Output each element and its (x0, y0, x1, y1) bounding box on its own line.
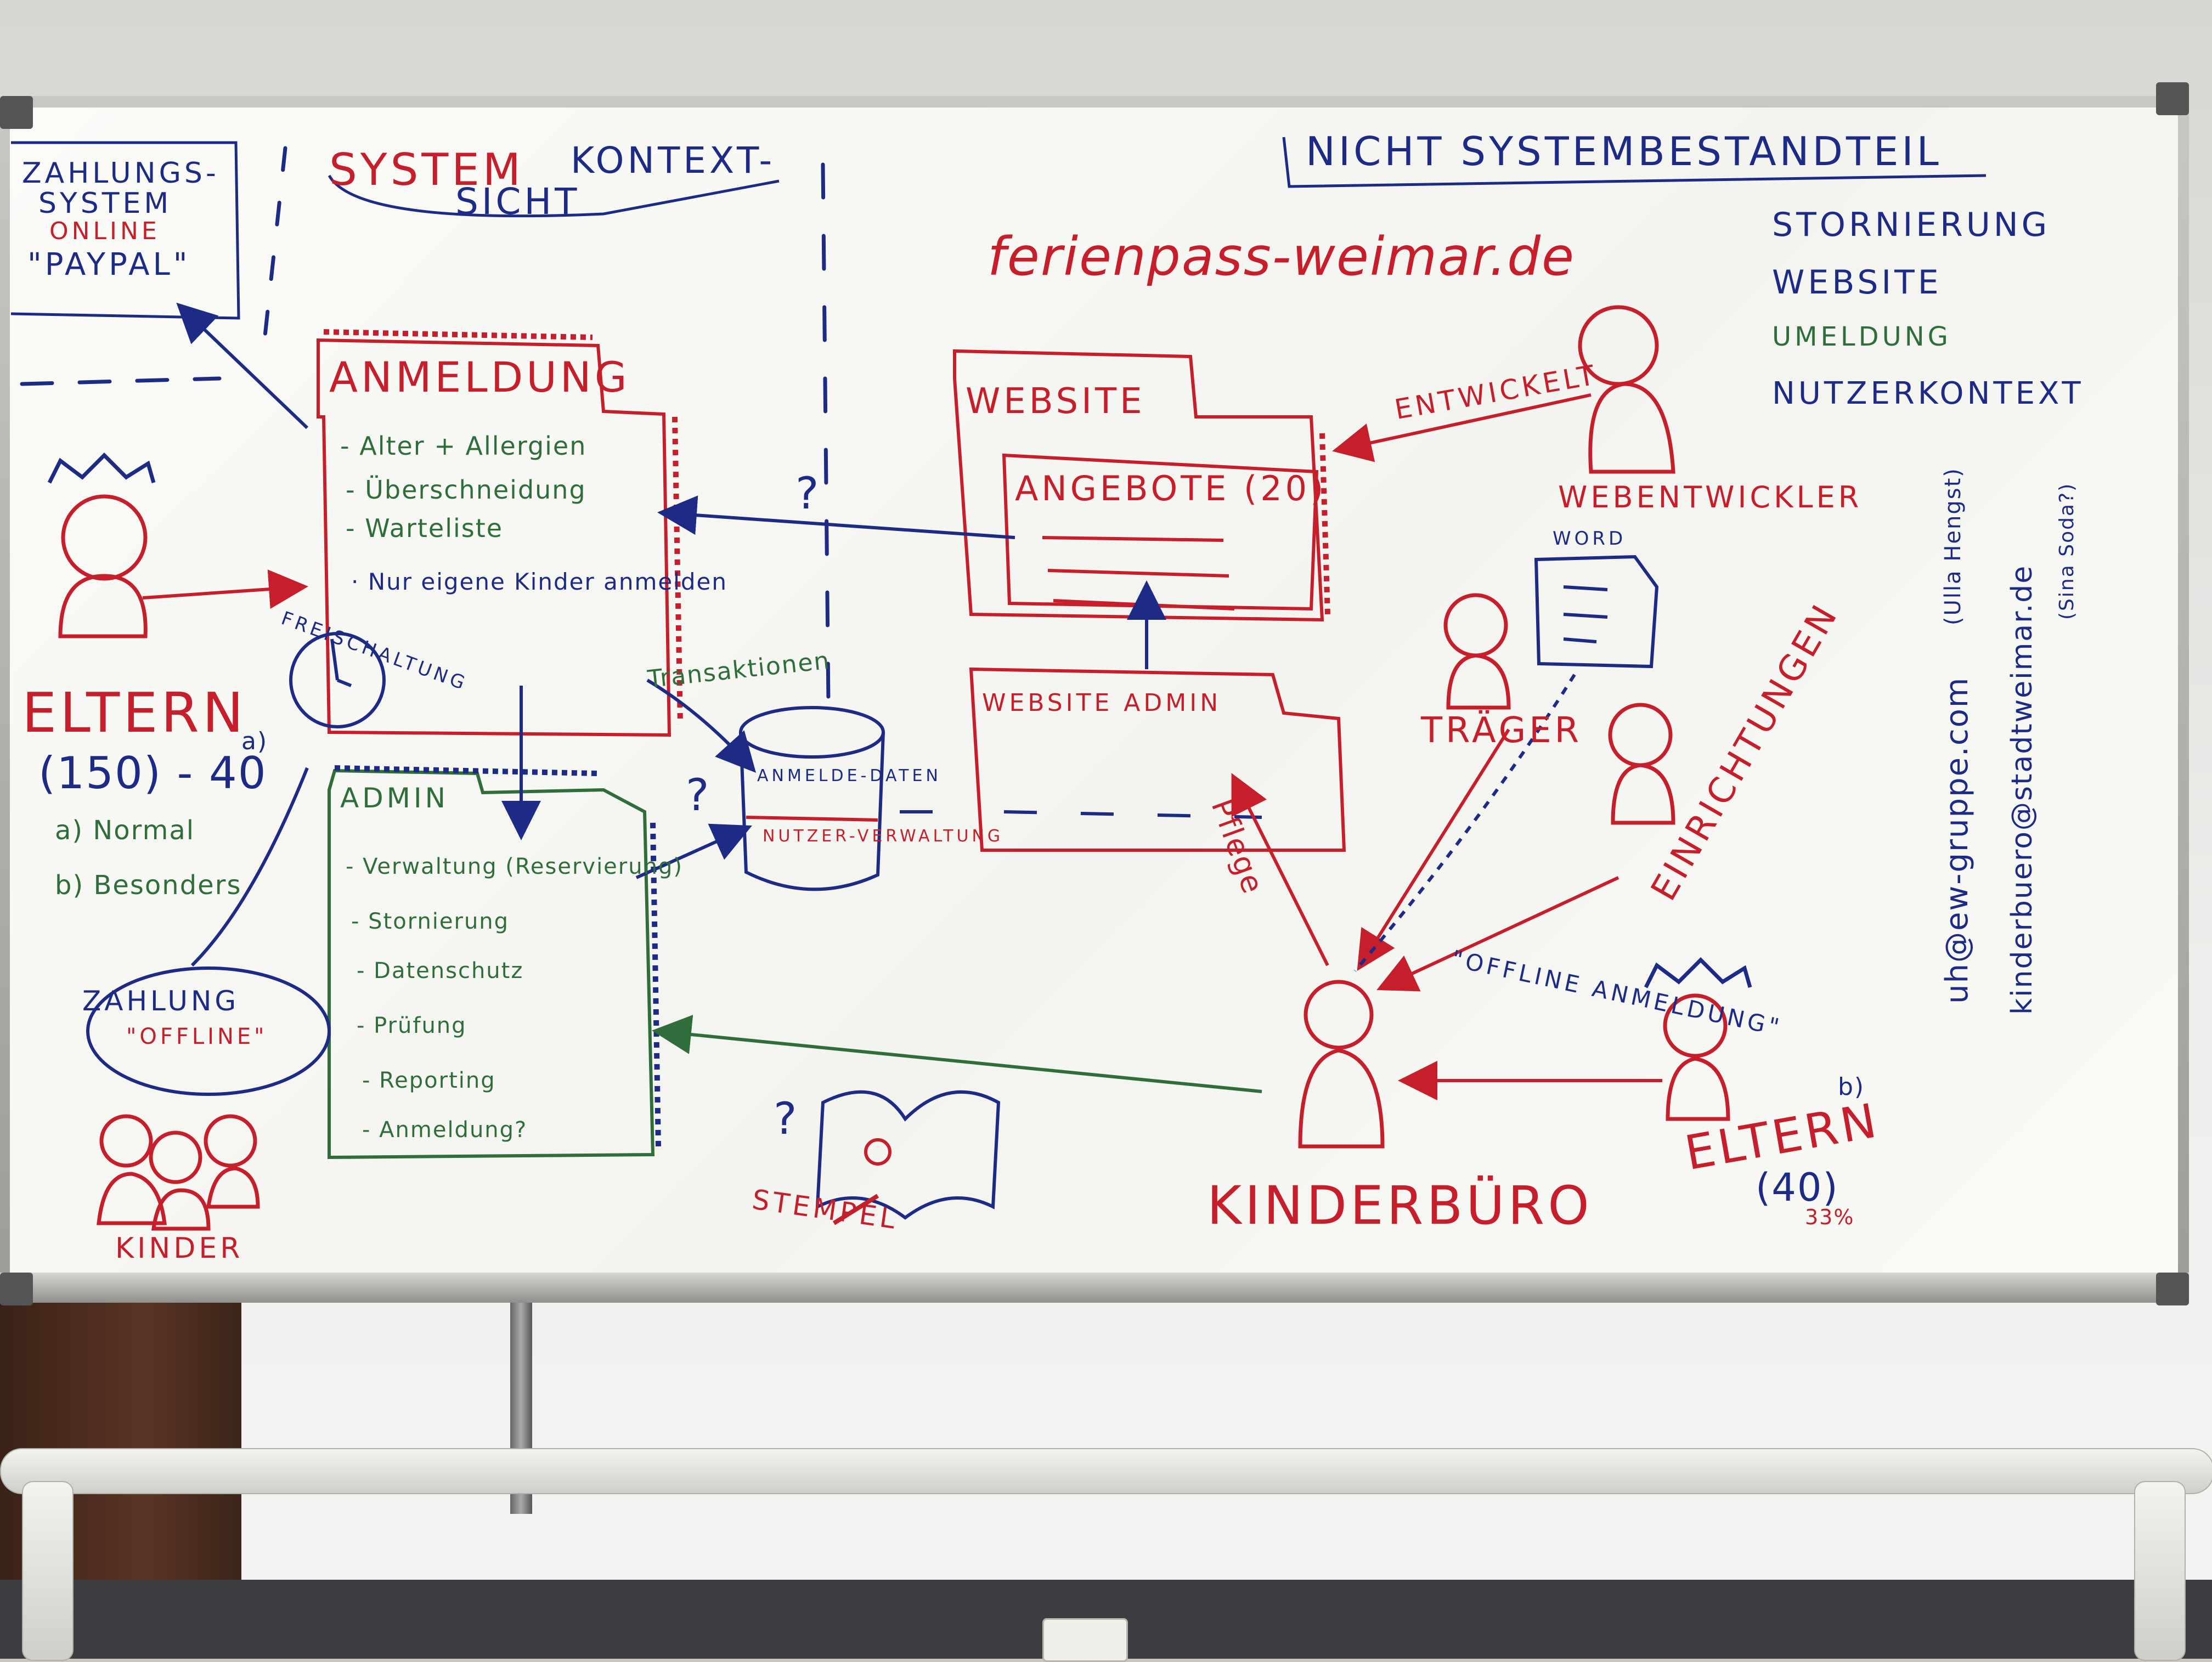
database-cylinder (739, 706, 885, 891)
database-top-label: ANMELDE-DATEN (757, 766, 941, 785)
zahlung-label: ZAHLUNG (82, 985, 240, 1017)
eltern-a-normal: a) Normal (55, 815, 195, 846)
eltern-b-count: (40) (1756, 1165, 1839, 1210)
anmeldung-folder (317, 329, 683, 737)
website-folder (953, 349, 1330, 622)
frame-corner (0, 96, 33, 129)
offline-label: "OFFLINE" (126, 1024, 268, 1049)
person-eltern-a (47, 453, 156, 638)
eltern-a-label: ELTERN (22, 681, 247, 745)
frame-corner (2156, 1273, 2189, 1305)
contact-name-1: (Ulla Hengst) (1940, 467, 1966, 625)
relationship-arrows (142, 302, 1662, 1100)
payment-system-box (10, 141, 240, 320)
not-system-underline (1282, 137, 1987, 188)
not-system-item-4: NUTZERKONTEXT (1772, 376, 2084, 411)
title-context: KONTEXT- (571, 139, 776, 182)
offline-payment-ellipse (86, 966, 331, 1096)
clock-icon (289, 632, 386, 728)
eltern-a-suffix: a) (241, 727, 268, 755)
payment-system-line2: SYSTEM (38, 187, 172, 220)
admin-folder (328, 765, 661, 1160)
question-mark-1: ? (795, 468, 820, 519)
contact-email-2: kinderbuero@stadtweimar.de (2006, 564, 2039, 1015)
stand-leg-left (22, 1481, 74, 1661)
kinder-label: KINDER (115, 1232, 244, 1265)
contact-email-1: uh@ew-gruppe.com (1939, 676, 1975, 1004)
anmeldung-item-3: - Warteliste (346, 513, 504, 543)
person-eltern-b (1644, 957, 1752, 1121)
admin-item-2: - Stornierung (351, 909, 510, 934)
word-document-icon (1534, 555, 1659, 669)
anmeldung-item-1: - Alter + Allergien (340, 431, 587, 461)
anmeldung-item-2: - Überschneidung (346, 475, 586, 505)
word-label: WORD (1553, 528, 1627, 550)
not-system-item-1: STORNIERUNG (1772, 206, 2051, 244)
payment-system-online: ONLINE (49, 217, 160, 245)
stamp-book-icon (815, 1090, 1001, 1225)
title-underline (328, 174, 780, 218)
traeger-label: TRÄGER (1421, 710, 1583, 751)
not-system-item-3: UMELDUNG (1772, 321, 1951, 352)
payment-system-paypal: "PAYPAL" (27, 247, 191, 282)
webentwickler-label: WEBENTWICKLER (1558, 480, 1863, 515)
eltern-a-count: (150) - 40 (38, 748, 267, 799)
admin-item-1: - Verwaltung (Reservierung) (346, 854, 683, 879)
title-view: SICHT (455, 180, 580, 223)
eltern-b-percent: 33% (1805, 1205, 1855, 1229)
frame-corner (0, 1273, 33, 1305)
contact-name-2: (Sina Soda?) (2056, 482, 2078, 620)
admin-item-5: - Reporting (362, 1068, 496, 1093)
website-admin-title: WEBSITE ADMIN (982, 689, 1222, 717)
person-webentwickler (1578, 305, 1675, 474)
website-title: WEBSITE (966, 381, 1146, 422)
person-traeger (1443, 593, 1511, 710)
eltern-b-suffix: b) (1838, 1073, 1865, 1101)
whiteboard-surface (10, 108, 2178, 1287)
title-system: SYSTEM (329, 144, 524, 195)
not-system-item-2: WEBSITE (1772, 263, 1942, 302)
payment-system-line1: ZAHLUNGS- (22, 157, 219, 190)
kinder-group (97, 1114, 260, 1231)
website-offers: ANGEBOTE (20) (1015, 468, 1327, 508)
admin-title: ADMIN (340, 782, 449, 814)
stand-rail (0, 1448, 2212, 1494)
whiteboard-tray (0, 1273, 2189, 1303)
not-system-heading: NICHT SYSTEMBESTANDTEIL (1306, 128, 1942, 174)
kinderbuero-label: KINDERBÜRO (1207, 1175, 1593, 1236)
stand-leg-right (2134, 1481, 2186, 1661)
website-admin-folder (969, 667, 1346, 852)
person-figures (47, 305, 1752, 1231)
admin-item-4: - Prüfung (357, 1013, 467, 1038)
admin-item-6: - Anmeldung? (362, 1117, 528, 1143)
person-einrichtungen (1608, 703, 1675, 825)
domain-label: ferienpass-weimar.de (988, 226, 1576, 287)
system-boundary-lines (20, 146, 831, 704)
frame-corner (2156, 82, 2189, 115)
admin-item-3: - Datenschutz (357, 958, 524, 983)
question-mark-3: ? (774, 1093, 798, 1144)
question-mark-2: ? (686, 770, 710, 821)
eltern-a-besonders: b) Besonders (55, 870, 242, 901)
database-bottom-label: NUTZER-VERWALTUNG (763, 827, 1004, 846)
anmeldung-title: ANMELDUNG (329, 353, 630, 402)
anmeldung-item-4: · Nur eigene Kinder anmelden (351, 568, 728, 595)
person-kinderbuero (1298, 980, 1385, 1149)
